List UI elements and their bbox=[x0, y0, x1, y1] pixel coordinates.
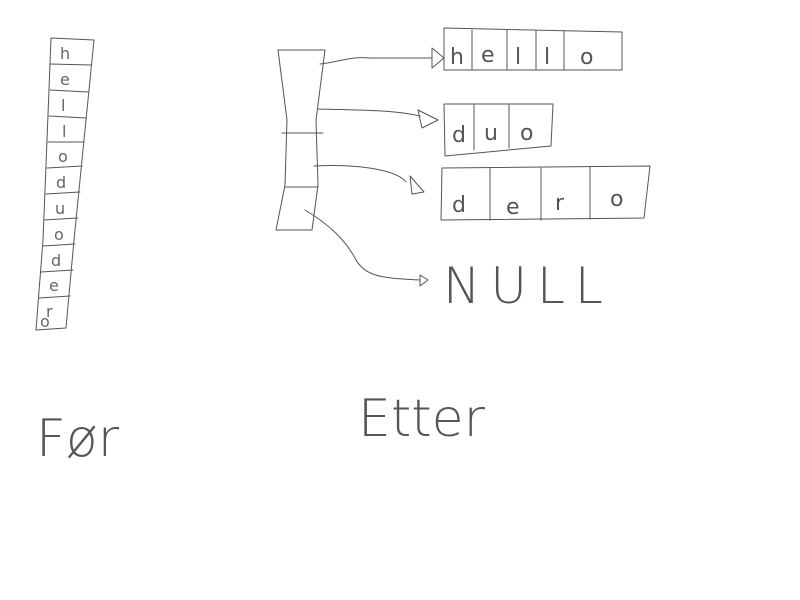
string-2-char-1: e bbox=[506, 195, 520, 220]
left-char-column bbox=[35, 37, 95, 331]
arrowhead-1 bbox=[417, 109, 439, 129]
string-2-chars: d e r o bbox=[452, 187, 623, 220]
left-char-10: r bbox=[46, 302, 53, 321]
left-char-9: e bbox=[49, 276, 59, 295]
left-char-8: d bbox=[51, 251, 61, 270]
arrow-to-string-0 bbox=[319, 57, 433, 65]
string-0-char-0: h bbox=[450, 45, 464, 70]
string-0-chars: h e l l o bbox=[450, 43, 593, 70]
left-char-1: e bbox=[60, 70, 70, 89]
left-char-5: d bbox=[56, 173, 66, 192]
arrowhead-3 bbox=[419, 274, 429, 287]
left-char-3: l bbox=[62, 122, 66, 141]
string-1-char-0: d bbox=[452, 123, 466, 148]
string-0-char-1: e bbox=[481, 43, 495, 68]
left-char-11: o bbox=[40, 312, 50, 331]
left-char-4: o bbox=[58, 147, 68, 166]
left-char-6: u bbox=[55, 199, 65, 218]
left-char-7: o bbox=[54, 225, 64, 244]
string-2-char-2: r bbox=[555, 191, 565, 216]
left-char-0: h bbox=[60, 44, 70, 63]
string-1-chars: d u o bbox=[452, 121, 533, 148]
caption-before: Før bbox=[36, 409, 120, 469]
left-char-2: l bbox=[61, 96, 65, 115]
string-0-char-4: o bbox=[580, 45, 593, 70]
arrow-to-string-2 bbox=[313, 165, 407, 183]
string-2-char-0: d bbox=[452, 193, 466, 218]
left-column-chars: h e l l o d u o d e r o bbox=[40, 44, 70, 331]
arrowhead-0 bbox=[431, 47, 445, 69]
string-1-char-1: u bbox=[484, 121, 498, 146]
arrowhead-2 bbox=[409, 175, 425, 195]
string-1-char-2: o bbox=[520, 121, 533, 146]
string-0-char-2: l bbox=[515, 45, 521, 70]
string-box-1 bbox=[443, 103, 554, 157]
null-label: NULL bbox=[443, 257, 613, 315]
caption-after: Etter bbox=[358, 389, 486, 449]
pointer-arrows bbox=[304, 47, 445, 287]
string-box-2 bbox=[440, 165, 651, 221]
string-2-char-3: o bbox=[610, 187, 623, 212]
string-box-0 bbox=[443, 27, 623, 71]
pointer-array bbox=[275, 49, 326, 231]
arrow-to-string-1 bbox=[317, 108, 421, 117]
arrow-to-null bbox=[304, 209, 421, 281]
string-0-char-3: l bbox=[544, 45, 550, 70]
